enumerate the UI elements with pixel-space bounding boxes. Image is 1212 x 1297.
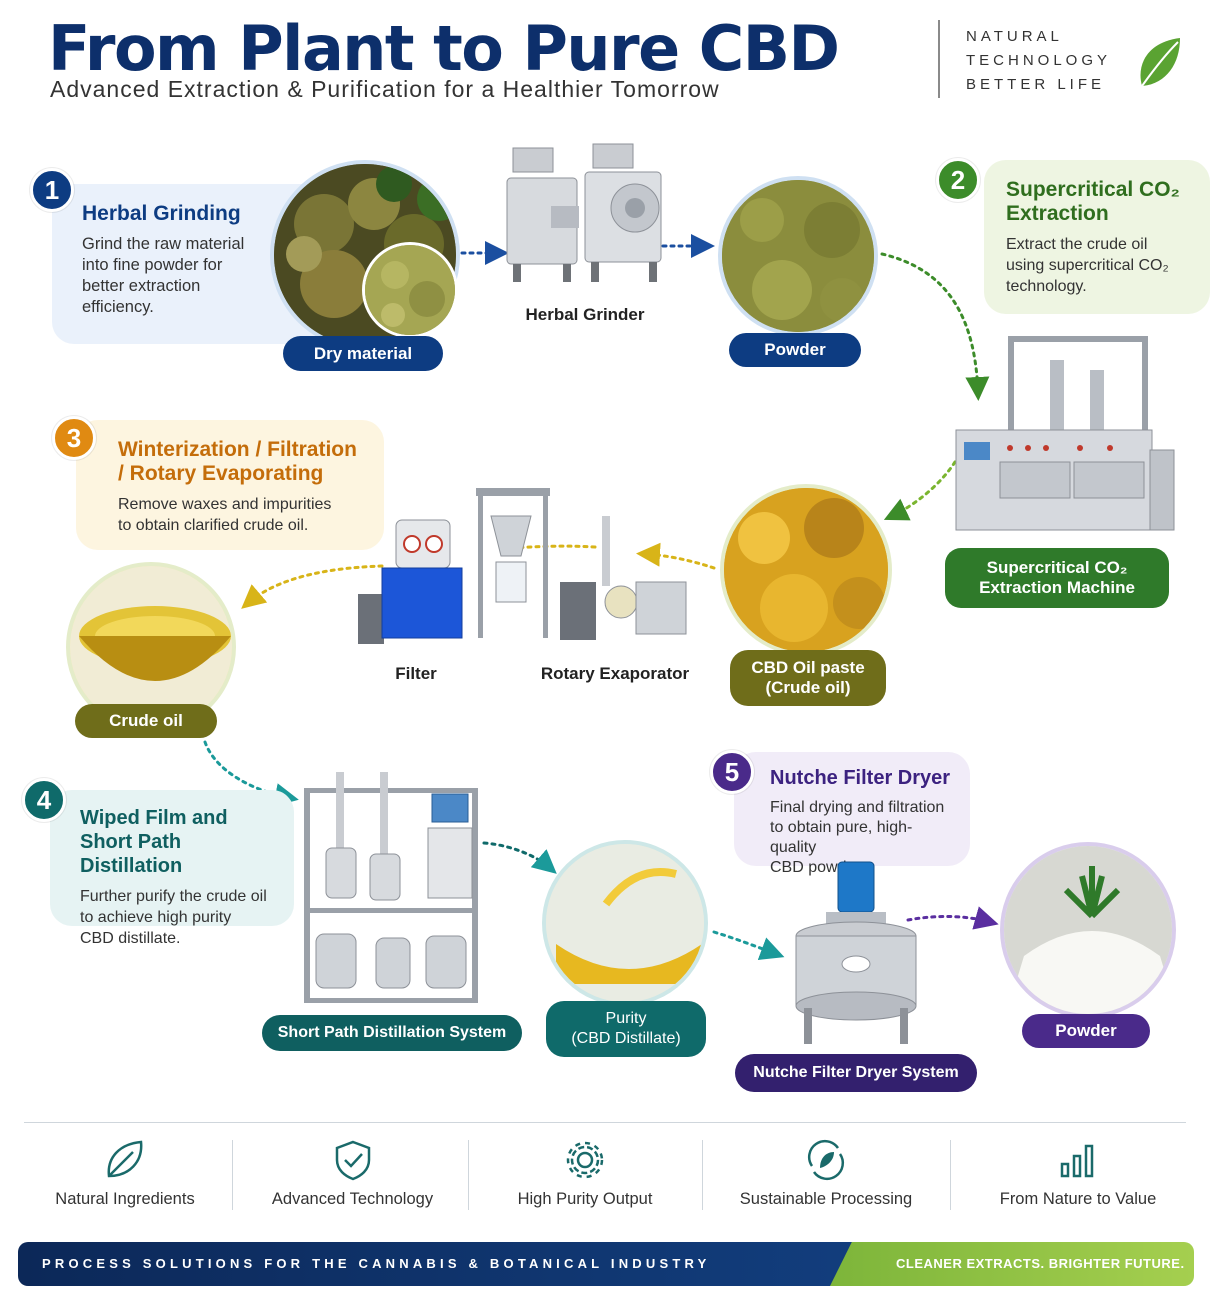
step-1-badge: 1 bbox=[30, 168, 74, 212]
dry-material-powder-inset bbox=[362, 242, 458, 338]
leaf-icon bbox=[107, 1140, 143, 1178]
step-5-badge: 5 bbox=[710, 750, 754, 794]
step-3-title: Winterization / Filtration / Rotary Evap… bbox=[118, 438, 357, 485]
feature-high-purity-output: High Purity Output bbox=[495, 1138, 675, 1218]
filter-rotary-equipment bbox=[358, 488, 687, 644]
supercritical-machine-label: Supercritical CO₂ Extraction Machine bbox=[945, 548, 1169, 608]
purity-image bbox=[542, 840, 708, 1006]
footer-tagline-left: PROCESS SOLUTIONS FOR THE CANNABIS & BOT… bbox=[42, 1256, 711, 1271]
feature-label-3: High Purity Output bbox=[517, 1190, 653, 1208]
powder-image bbox=[718, 176, 878, 336]
filter-label: Filter bbox=[395, 664, 437, 683]
crude-oil-label: Crude oil bbox=[75, 704, 217, 738]
oil-bowl-icon bbox=[70, 566, 232, 728]
step-5-card: Nutche Filter Dryer Final drying and fil… bbox=[734, 752, 970, 876]
bar-chart-icon bbox=[1060, 1144, 1094, 1178]
short-path-label: Short Path Distillation System bbox=[262, 1015, 522, 1051]
step-5-title: Nutche Filter Dryer bbox=[770, 767, 951, 789]
supercritical-extraction-machine bbox=[955, 336, 1175, 531]
feature-label-4: Sustainable Processing bbox=[739, 1190, 913, 1208]
feature-sustainable-processing: Sustainable Processing bbox=[726, 1138, 926, 1218]
step-5-description: Final drying and filtration to obtain pu… bbox=[770, 799, 945, 876]
step-4-title: Wiped Film and Short Path Distillation bbox=[80, 807, 228, 877]
feature-label-1: Natural Ingredients bbox=[55, 1190, 195, 1208]
shield-check-icon bbox=[335, 1140, 370, 1181]
herbal-grinder-machine bbox=[506, 143, 662, 282]
dry-material-label: Dry material bbox=[283, 336, 443, 371]
feature-label-2: Advanced Technology bbox=[271, 1190, 434, 1208]
step-3-description: Remove waxes and impurities to obtain cl… bbox=[118, 496, 332, 534]
step-2-title: Supercritical CO₂ Extraction bbox=[1006, 178, 1180, 225]
crude-oil-image bbox=[66, 562, 236, 732]
step-4-card: Wiped Film and Short Path Distillation F… bbox=[50, 790, 294, 947]
brand-line-1: NATURAL bbox=[966, 28, 1063, 45]
herbal-grinder-label: Herbal Grinder bbox=[525, 305, 645, 324]
feature-separator bbox=[468, 1140, 469, 1210]
nutche-label: Nutche Filter Dryer System bbox=[735, 1054, 977, 1092]
feature-separator bbox=[232, 1140, 233, 1210]
green-powder-icon bbox=[722, 180, 874, 332]
footer-banner-right bbox=[830, 1242, 1194, 1286]
purity-label: Purity (CBD Distillate) bbox=[546, 1001, 706, 1057]
brand-line-2: TECHNOLOGY bbox=[966, 52, 1112, 69]
footer-tagline-right: CLEANER EXTRACTS. BRIGHTER FUTURE. bbox=[896, 1256, 1185, 1271]
step-3-card: Winterization / Filtration / Rotary Evap… bbox=[76, 420, 384, 550]
gear-icon bbox=[566, 1141, 604, 1179]
crude-paste-icon bbox=[724, 488, 888, 652]
brand-line-3: BETTER LIFE bbox=[966, 76, 1106, 93]
cbd-powder-image bbox=[1000, 842, 1176, 1018]
powder-label-1: Powder bbox=[729, 333, 861, 367]
page-subtitle: Advanced Extraction & Purification for a… bbox=[50, 76, 720, 102]
step-2-badge: 2 bbox=[936, 158, 980, 202]
page-title: From Plant to Pure CBD bbox=[48, 12, 840, 85]
step-3-badge: 3 bbox=[52, 416, 96, 460]
cbd-oil-paste-label: CBD Oil paste (Crude oil) bbox=[730, 650, 886, 706]
feature-separator bbox=[950, 1140, 951, 1210]
step-2-card: Supercritical CO₂ Extraction Extract the… bbox=[984, 160, 1210, 314]
feature-advanced-technology: Advanced Technology bbox=[255, 1138, 450, 1218]
step-4-description: Further purify the crude oil to achieve … bbox=[80, 888, 267, 947]
feature-natural-ingredients: Natural Ingredients bbox=[40, 1138, 210, 1218]
powder-inset-icon bbox=[365, 245, 455, 335]
features-divider bbox=[24, 1122, 1186, 1123]
rotary-evaporator-label: Rotary Exaporator bbox=[540, 664, 690, 683]
feature-nature-to-value: From Nature to Value bbox=[990, 1138, 1166, 1218]
brand-divider bbox=[938, 20, 940, 98]
step-1-description: Grind the raw material into fine powder … bbox=[82, 235, 245, 316]
feature-separator bbox=[702, 1140, 703, 1210]
powder-label-2: Powder bbox=[1022, 1014, 1150, 1048]
feature-label-5: From Nature to Value bbox=[999, 1190, 1157, 1208]
step-4-badge: 4 bbox=[22, 778, 66, 822]
recycle-leaf-icon bbox=[807, 1139, 845, 1181]
leaf-logo-icon bbox=[1140, 38, 1180, 87]
white-powder-icon bbox=[1004, 846, 1172, 1014]
cbd-oil-paste-image bbox=[720, 484, 892, 656]
step-1-title: Herbal Grinding bbox=[82, 202, 241, 225]
nutche-filter-dryer-machine bbox=[795, 861, 917, 1044]
short-path-distillation-machine bbox=[304, 772, 478, 1003]
footer-banner-left bbox=[18, 1242, 878, 1286]
step-2-description: Extract the crude oil using supercritica… bbox=[1006, 236, 1169, 295]
distillate-flask-icon bbox=[546, 844, 704, 1002]
